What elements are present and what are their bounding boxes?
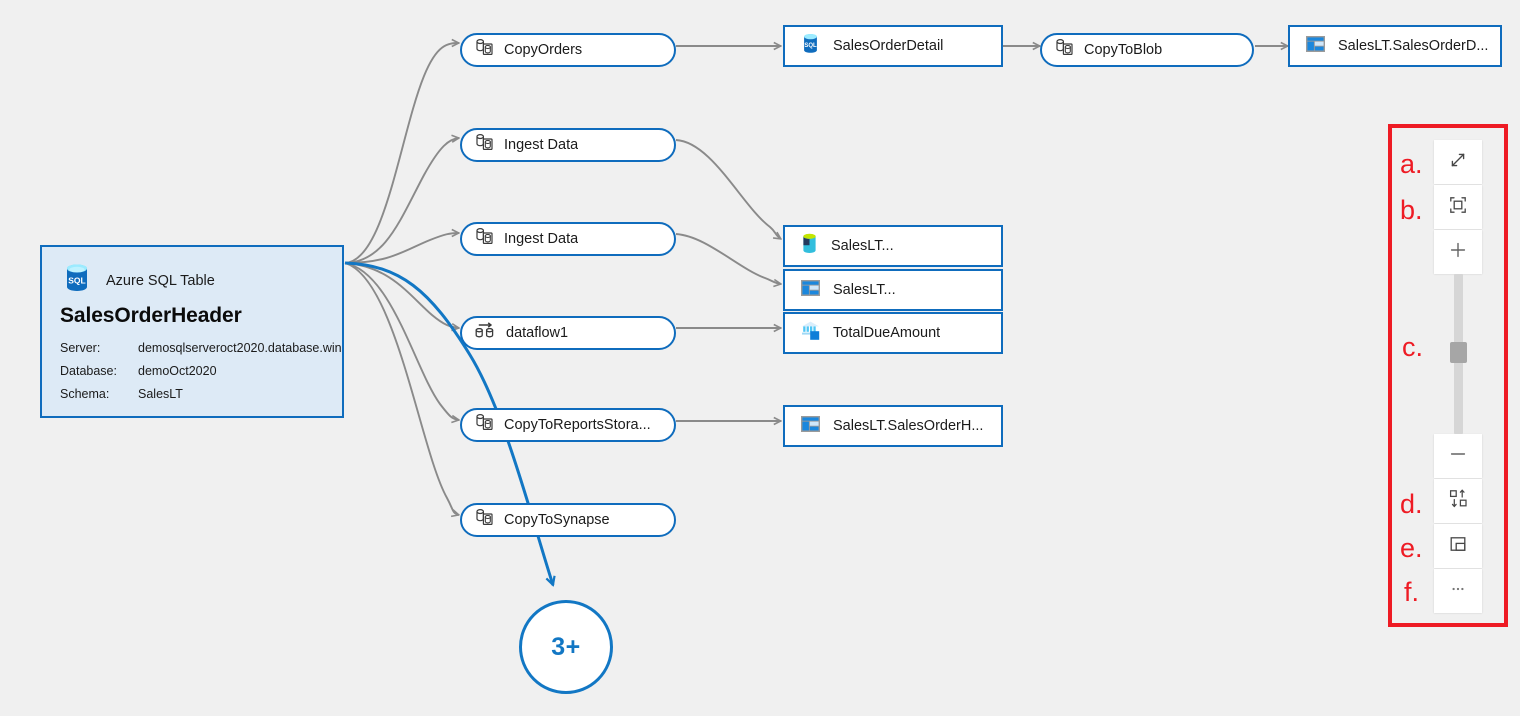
annotation-label-c: c. bbox=[1402, 332, 1424, 362]
dataset-node-saleslt-sodetail[interactable]: SalesLT.SalesOrderD... bbox=[1288, 25, 1502, 67]
copy-activity-icon bbox=[474, 132, 495, 158]
more-options-button[interactable] bbox=[1434, 569, 1482, 613]
svg-text:SQL: SQL bbox=[804, 43, 817, 49]
dataset-node-saleslt-table[interactable]: SalesLT... bbox=[783, 269, 1003, 311]
dataset-node-saleslt-soheader[interactable]: SalesLT.SalesOrderH... bbox=[783, 405, 1003, 447]
dataset-node-label: SalesLT... bbox=[833, 282, 896, 298]
swap-arrows-icon bbox=[1448, 488, 1469, 514]
process-node-copyorders[interactable]: CopyOrders bbox=[460, 33, 676, 67]
swap-direction-button[interactable] bbox=[1434, 479, 1482, 523]
panel-layout-icon bbox=[1448, 534, 1468, 559]
property-value: demosqlserveroct2020.database.win bbox=[138, 341, 342, 355]
copy-activity-icon bbox=[474, 226, 495, 252]
process-node-copytoblob[interactable]: CopyToBlob bbox=[1040, 33, 1254, 67]
toggle-panel-button[interactable] bbox=[1434, 524, 1482, 568]
annotation-label-b: b. bbox=[1400, 195, 1423, 225]
process-node-label: CopyToReportsStora... bbox=[504, 417, 651, 433]
process-node-label: CopyToSynapse bbox=[504, 512, 610, 528]
azure-blob-icon bbox=[1304, 34, 1327, 59]
svg-text:SQL: SQL bbox=[68, 276, 85, 286]
property-row: Server: demosqlserveroct2020.database.wi… bbox=[60, 337, 342, 360]
zoom-slider[interactable] bbox=[1434, 274, 1482, 434]
azure-blob-icon bbox=[799, 414, 822, 439]
dataset-node-label: SalesOrderDetail bbox=[833, 38, 944, 54]
process-node-dataflow1[interactable]: dataflow1 bbox=[460, 316, 676, 350]
more-nodes-badge[interactable]: 3+ bbox=[519, 600, 613, 694]
process-node-label: CopyToBlob bbox=[1084, 42, 1163, 58]
dataset-node-label: SalesLT... bbox=[831, 238, 894, 254]
copy-activity-icon bbox=[474, 412, 495, 438]
fit-to-screen-button[interactable] bbox=[1434, 140, 1482, 184]
annotation-label-a: a. bbox=[1400, 149, 1423, 179]
synapse-icon bbox=[799, 319, 822, 347]
zoom-slider-thumb[interactable] bbox=[1449, 342, 1467, 363]
dataset-node-saleslt-blob[interactable]: SalesLT... bbox=[783, 225, 1003, 267]
zoom-out-button[interactable] bbox=[1434, 434, 1482, 478]
plus-icon bbox=[1448, 240, 1468, 265]
property-key: Database: bbox=[60, 364, 117, 378]
process-node-label: dataflow1 bbox=[506, 325, 569, 341]
dataset-node-totaldueamount[interactable]: TotalDueAmount bbox=[783, 312, 1003, 354]
more-nodes-badge-label: 3+ bbox=[551, 632, 581, 661]
azure-blob-icon bbox=[799, 278, 822, 303]
azure-sql-icon: SQL bbox=[799, 32, 822, 60]
property-key: Server: bbox=[60, 341, 101, 355]
property-value: SalesLT bbox=[138, 387, 183, 401]
property-row: Database: demoOct2020 bbox=[60, 360, 342, 383]
process-node-ingest-data-2[interactable]: Ingest Data bbox=[460, 222, 676, 256]
ellipsis-icon bbox=[1448, 579, 1468, 604]
process-node-copytoreportsstorage[interactable]: CopyToReportsStora... bbox=[460, 408, 676, 442]
source-node-title: SalesOrderHeader bbox=[60, 304, 242, 327]
dataset-node-label: SalesLT.SalesOrderD... bbox=[1338, 38, 1489, 54]
annotation-label-e: e. bbox=[1400, 533, 1423, 563]
property-key: Schema: bbox=[60, 387, 110, 401]
dataset-node-salesorderdetail[interactable]: SQL SalesOrderDetail bbox=[783, 25, 1003, 67]
minus-icon bbox=[1448, 444, 1468, 469]
copy-activity-icon bbox=[1054, 37, 1075, 63]
property-row: Schema: SalesLT bbox=[60, 383, 342, 406]
process-node-label: CopyOrders bbox=[504, 42, 583, 58]
source-node-header: SQL Azure SQL Table bbox=[42, 247, 342, 300]
process-node-label: Ingest Data bbox=[504, 231, 579, 247]
dataset-node-label: SalesLT.SalesOrderH... bbox=[833, 418, 984, 434]
property-value: demoOct2020 bbox=[138, 364, 217, 378]
focus-frame-icon bbox=[1448, 195, 1468, 220]
canvas-toolbar[interactable] bbox=[1434, 140, 1482, 613]
diagonal-arrows-icon bbox=[1448, 150, 1468, 175]
process-node-ingest-data-1[interactable]: Ingest Data bbox=[460, 128, 676, 162]
storage-container-icon bbox=[799, 232, 820, 260]
process-node-copytosynapse[interactable]: CopyToSynapse bbox=[460, 503, 676, 537]
annotation-label-f: f. bbox=[1404, 577, 1420, 607]
annotation-label-d: d. bbox=[1400, 489, 1423, 519]
copy-activity-icon bbox=[474, 507, 495, 533]
process-node-label: Ingest Data bbox=[504, 137, 579, 153]
dataset-node-label: TotalDueAmount bbox=[833, 325, 941, 341]
copy-activity-icon bbox=[474, 37, 495, 63]
dataflow-icon bbox=[474, 320, 497, 346]
source-node-properties: Server: demosqlserveroct2020.database.wi… bbox=[42, 328, 342, 406]
zoom-to-fit-button[interactable] bbox=[1434, 185, 1482, 229]
azure-sql-icon: SQL bbox=[60, 261, 94, 300]
source-node-card[interactable]: SQL Azure SQL Table SalesOrderHeader Ser… bbox=[40, 245, 344, 418]
source-node-kind: Azure SQL Table bbox=[106, 272, 215, 289]
zoom-in-button[interactable] bbox=[1434, 230, 1482, 274]
